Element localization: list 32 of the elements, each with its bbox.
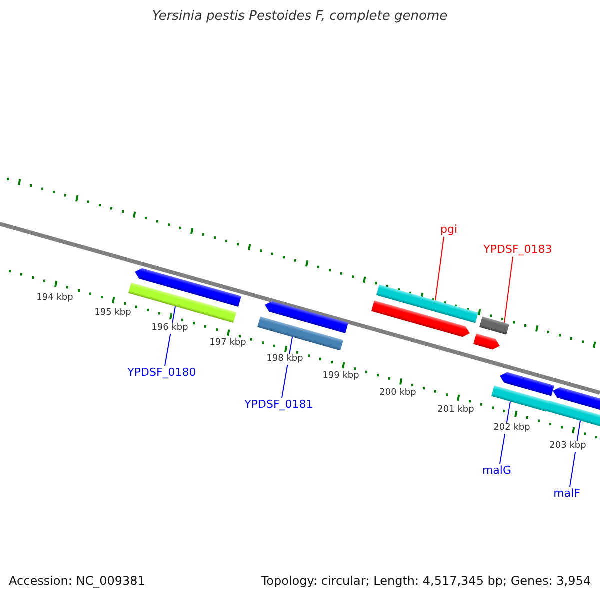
gene-feature: [265, 301, 348, 334]
gene-feature: [500, 372, 554, 396]
scale-label: 202 kbp: [492, 423, 532, 434]
gene-label: YPDSF_0180: [128, 366, 196, 380]
gene-feature: [135, 268, 242, 307]
gene-feature: [553, 387, 600, 412]
scale-label: 196 kbp: [150, 323, 190, 334]
scale-label: 195 kbp: [94, 308, 132, 319]
gene-feature: [492, 386, 550, 412]
gene-label: YPDSF_0183: [484, 243, 552, 257]
gene-feature: [546, 400, 600, 429]
gene-feature: [474, 334, 500, 350]
title: Yersinia pestis Pestoides F, complete genome: [151, 10, 449, 24]
scale-label: 203 kbp: [548, 441, 588, 452]
gene-feature: [480, 316, 510, 335]
leader-line: [435, 236, 444, 302]
gene-label: malG: [482, 464, 512, 478]
gene-label: pgi: [440, 223, 458, 237]
footer-text: Accession: NC_009381: [9, 574, 146, 588]
scale-label: 194 kbp: [36, 293, 74, 304]
gene-feature: [372, 300, 470, 338]
scale-label: 197 kbp: [208, 338, 248, 349]
scale-label: 198 kbp: [266, 354, 304, 365]
scale-label: 199 kbp: [322, 371, 360, 382]
gene-label: malF: [554, 487, 580, 501]
gene-label: YPDSF_0181: [244, 398, 314, 412]
scale-label: 200 kbp: [378, 388, 418, 399]
leader-line: [504, 256, 514, 324]
footer-text: Topology: circular; Length: 4,517,345 bp; Genes: 3,954: [261, 574, 591, 588]
gene-feature: [258, 316, 344, 351]
gene-feature: [376, 284, 478, 324]
scale-label: 201 kbp: [436, 405, 476, 416]
